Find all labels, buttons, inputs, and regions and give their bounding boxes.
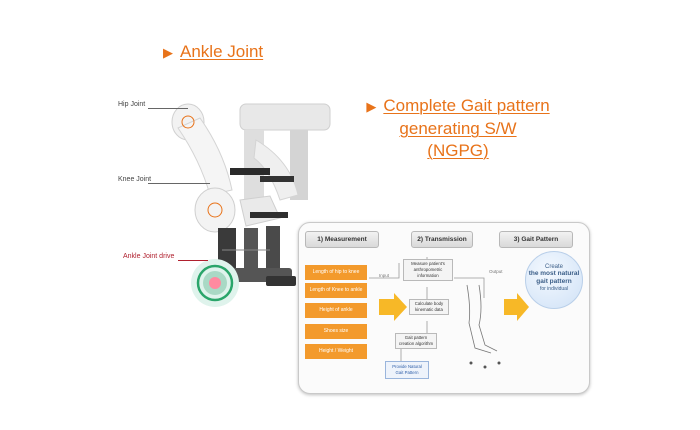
stage-gait-pattern: 3) Gait Pattern [499,231,573,248]
triangle-bullet-icon: ▶ [366,99,377,114]
flow-connectors [369,257,529,369]
ankle-joint-heading: ▶ Ankle Joint [163,42,263,62]
ankle-joint-text: Ankle Joint [180,42,264,61]
step-calculate-kinematics: Calculate body kinematic data [409,299,449,315]
exoskeleton-illustration [170,100,340,330]
ngpg-line1-row: ▶ Complete Gait pattern [343,95,573,118]
ankle-joint-drive-callout: Ankle Joint drive [123,253,175,260]
measurement-item: Height / Weight [305,344,367,359]
measurement-item: Height of ankle [305,303,367,318]
ngpg-line3: (NGPG) [427,141,489,160]
step-gait-algorithm: Gait pattern creation algorithm [395,333,437,349]
result-line2: the most natural gait pattern [528,270,580,285]
ngpg-heading: ▶ Complete Gait pattern generating S/W (N… [343,95,573,162]
knee-callout-line [148,183,210,184]
gait-pattern-result-circle: Create the most natural gait pattern for… [525,251,583,309]
gait-process-panel: 1) Measurement 2) Transmission 3) Gait P… [298,222,590,394]
stage-measurement: 1) Measurement [305,231,379,248]
measurement-item: Shoes size [305,324,367,339]
hip-joint-callout: Hip Joint [118,101,146,108]
ankle-callout-line [178,260,208,261]
stage-transmission: 2) Transmission [411,231,473,248]
ngpg-line1: Complete Gait pattern [383,96,550,115]
measurement-item: Length of Knee to ankle [305,283,367,298]
result-line1: Create [544,264,563,270]
result-line3: for individual [539,286,569,292]
measurement-item: Length of hip to knee [305,265,367,280]
provide-natural-gait-box: Provide Natural Gait Pattern [385,361,429,379]
triangle-bullet-icon: ▶ [163,45,173,60]
output-label: Output [489,269,503,274]
knee-joint-callout: Knee Joint [118,176,152,183]
step-measure-anthropometric: Measure patient's anthropometric informa… [403,259,453,281]
input-label: Input [379,273,390,278]
ngpg-line2: generating S/W [399,119,517,138]
hip-callout-line [148,108,188,109]
exoskeleton-drawing [171,103,331,307]
